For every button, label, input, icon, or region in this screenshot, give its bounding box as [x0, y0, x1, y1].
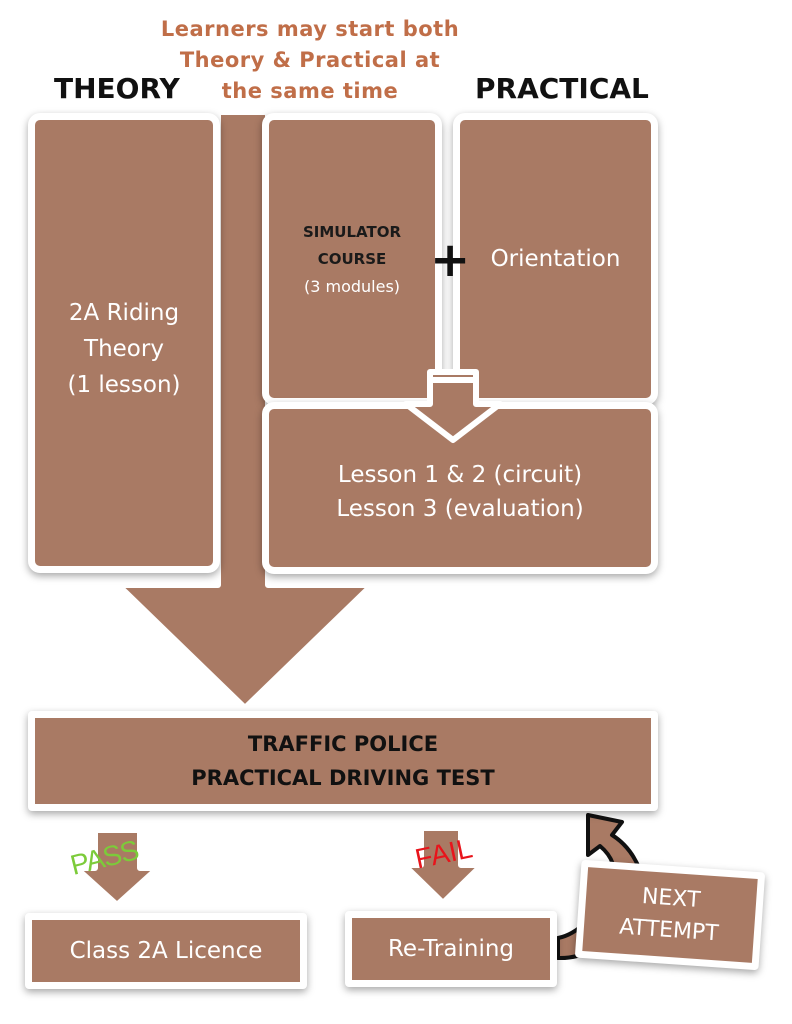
lesson-line: Lesson 3 (evaluation): [336, 496, 584, 522]
next-attempt-box: NEXT ATTEMPT: [574, 859, 766, 971]
note-line: the same time: [221, 79, 399, 103]
theory-box: 2A Riding Theory (1 lesson): [28, 113, 220, 573]
theory-line: Theory: [84, 336, 164, 362]
note-line: Learners may start both: [160, 17, 460, 41]
theory-heading: THEORY: [54, 72, 180, 105]
simulator-course-box: SIMULATOR COURSE (3 modules): [262, 113, 442, 405]
orientation-label: Orientation: [490, 246, 621, 272]
orientation-box: Orientation: [453, 113, 658, 405]
next-attempt-line: ATTEMPT: [618, 914, 720, 947]
theory-line: 2A Riding: [68, 300, 180, 326]
simulator-title: COURSE: [317, 249, 387, 268]
retraining-box: Re-Training: [345, 911, 557, 987]
fail-arrow: [401, 825, 485, 906]
practical-test-box: TRAFFIC POLICE PRACTICAL DRIVING TEST: [28, 711, 658, 811]
plus-icon: +: [430, 232, 471, 288]
pass-arrow: [73, 827, 161, 908]
practical-heading: PRACTICAL: [475, 72, 649, 105]
theory-line: (1 lesson): [67, 372, 181, 398]
lessons-box: Lesson 1 & 2 (circuit) Lesson 3 (evaluat…: [262, 402, 658, 574]
licence-box: Class 2A Licence: [25, 913, 307, 989]
note-line: Theory & Practical at: [179, 48, 441, 72]
test-line: PRACTICAL DRIVING TEST: [191, 766, 495, 790]
simulator-modules: (3 modules): [303, 276, 401, 296]
lesson-line: Lesson 1 & 2 (circuit): [337, 462, 583, 488]
concurrency-note: Learners may start both Theory & Practic…: [150, 14, 470, 107]
licence-label: Class 2A Licence: [69, 938, 263, 964]
next-attempt-line: NEXT: [641, 884, 702, 914]
simulator-title: SIMULATOR: [302, 222, 402, 241]
retraining-label: Re-Training: [387, 936, 515, 962]
test-line: TRAFFIC POLICE: [247, 732, 439, 756]
